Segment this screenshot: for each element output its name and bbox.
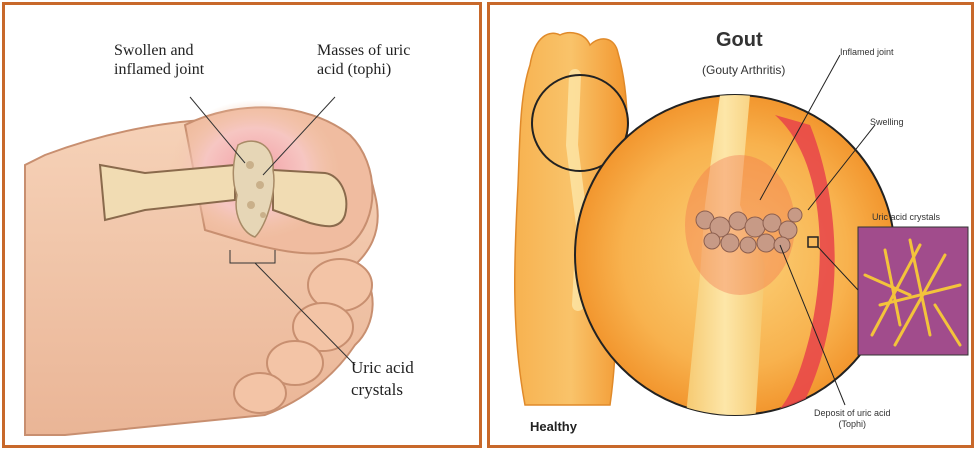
healthy-label: Healthy — [530, 417, 577, 436]
gouty-arthritis-subtitle: (Gouty Arthritis) — [702, 61, 785, 80]
inflamed-joint-label: Inflamed joint — [840, 43, 894, 62]
uric-acid-crystals-inset-label: Uric acid crystals — [872, 208, 940, 227]
right-illustration-panel: Gout (Gouty Arthritis) Inflamed joint Sw… — [487, 2, 974, 448]
tophi-label: Masses of uric acid (tophi) — [317, 41, 410, 79]
left-illustration-panel: Swollen and inflamed joint Masses of uri… — [2, 2, 482, 448]
deposit-tophi-label: Deposit of uric acid (Tophi) — [814, 408, 891, 430]
swollen-joint-label: Swollen and inflamed joint — [114, 41, 204, 79]
swelling-label: Swelling — [870, 113, 904, 132]
uric-acid-crystals-label: Uric acid crystals — [351, 357, 414, 401]
gout-title: Gout — [716, 31, 763, 50]
